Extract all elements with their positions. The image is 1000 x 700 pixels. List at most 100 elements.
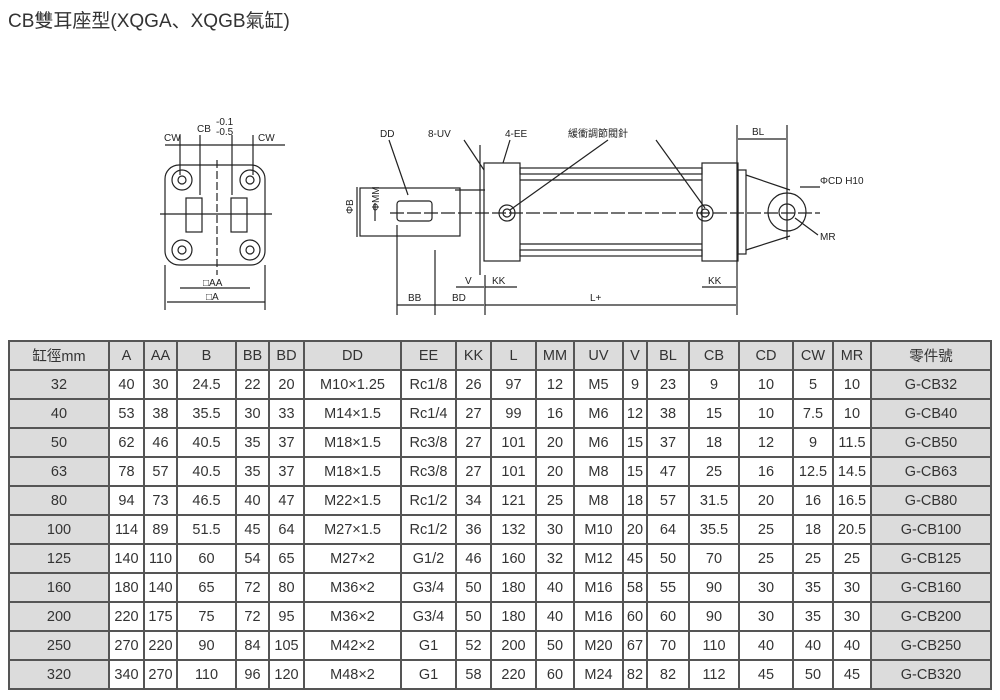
table-cell: 35 (792, 572, 834, 603)
bore-cell: 40 (8, 398, 110, 429)
table-cell: 9 (622, 369, 648, 400)
table-cell: 35 (235, 456, 270, 487)
table-cell: 45 (832, 659, 872, 690)
table-cell: 40 (108, 369, 145, 400)
table-cell: 40.5 (176, 427, 237, 458)
table-cell: 82 (646, 659, 690, 690)
table-cell: 25 (738, 543, 794, 574)
table-cell: G3/4 (400, 572, 457, 603)
table-cell: 90 (688, 572, 740, 603)
table-cell: 20 (535, 456, 575, 487)
table-cell: 40 (832, 630, 872, 661)
table-cell: M36×2 (303, 601, 402, 632)
cushion-needle-label: 緩衝調節閥針 (568, 127, 628, 140)
table-cell: 22 (235, 369, 270, 400)
table-cell: 35.5 (176, 398, 237, 429)
uv-label: 8-UV (428, 129, 451, 140)
column-header: B (176, 340, 237, 371)
table-cell: M12 (573, 543, 624, 574)
table-cell: 120 (268, 659, 305, 690)
table-cell: 12 (622, 398, 648, 429)
table-cell: 101 (490, 427, 537, 458)
column-header: CB (688, 340, 740, 371)
table-cell: 47 (646, 456, 690, 487)
table-cell: 20.5 (832, 514, 872, 545)
table-cell: M48×2 (303, 659, 402, 690)
table-cell: 12 (535, 369, 575, 400)
table-cell: 30 (832, 601, 872, 632)
bore-cell: 125 (8, 543, 110, 574)
table-cell: M36×2 (303, 572, 402, 603)
bore-cell: 320 (8, 659, 110, 690)
table-cell: 47 (268, 485, 305, 516)
side-view-drawing: DD 8-UV 4-EE 緩衝調節閥針 BL ΦCD H10 MR ΦB ΦMM… (345, 125, 864, 315)
table-cell: 20 (535, 427, 575, 458)
table-cell: 95 (268, 601, 305, 632)
table-cell: 58 (622, 572, 648, 603)
table-cell: M10 (573, 514, 624, 545)
bore-cell: 32 (8, 369, 110, 400)
part-number-cell: G-CB80 (870, 485, 992, 516)
bd-label: BD (452, 293, 466, 304)
table-cell: 53 (108, 398, 145, 429)
table-cell: 96 (235, 659, 270, 690)
table-cell: M18×1.5 (303, 456, 402, 487)
cw-label-left: CW (164, 133, 181, 144)
table-cell: 84 (235, 630, 270, 661)
table-cell: 31.5 (688, 485, 740, 516)
table-cell: 110 (143, 543, 178, 574)
table-cell: 50 (646, 543, 690, 574)
table-cell: 40 (535, 572, 575, 603)
table-cell: 11.5 (832, 427, 872, 458)
table-cell: Rc1/2 (400, 514, 457, 545)
table-cell: 46.5 (176, 485, 237, 516)
part-number-cell: G-CB63 (870, 456, 992, 487)
table-cell: 52 (455, 630, 492, 661)
table-cell: 40 (738, 630, 794, 661)
ee-label: 4-EE (505, 129, 528, 140)
table-cell: M24 (573, 659, 624, 690)
aa-label: □AA (203, 278, 223, 289)
table-cell: 30 (235, 398, 270, 429)
table-cell: 75 (176, 601, 237, 632)
bore-cell: 160 (8, 572, 110, 603)
column-header: BL (646, 340, 690, 371)
table-cell: 60 (535, 659, 575, 690)
table-cell: 12.5 (792, 456, 834, 487)
bore-cell: 50 (8, 427, 110, 458)
table-cell: 30 (535, 514, 575, 545)
table-cell: 110 (176, 659, 237, 690)
table-cell: 270 (108, 630, 145, 661)
table-cell: 50 (455, 601, 492, 632)
table-cell: 27 (455, 398, 492, 429)
table-cell: 70 (688, 543, 740, 574)
part-number-cell: G-CB160 (870, 572, 992, 603)
cb-tolerance-lower: -0.5 (216, 127, 234, 138)
page-title: CB雙耳座型(XQGA、XQGB氣缸) (8, 11, 290, 32)
table-cell: 20 (622, 514, 648, 545)
table-cell: 57 (143, 456, 178, 487)
table-cell: 35.5 (688, 514, 740, 545)
table-cell: 140 (108, 543, 145, 574)
table-cell: 10 (832, 369, 872, 400)
part-number-cell: G-CB100 (870, 514, 992, 545)
table-cell: 15 (622, 427, 648, 458)
table-cell: 30 (143, 369, 178, 400)
table-cell: G1 (400, 630, 457, 661)
kk-label-rear: KK (708, 276, 722, 287)
table-cell: 73 (143, 485, 178, 516)
table-cell: 37 (646, 427, 690, 458)
column-header: MR (832, 340, 872, 371)
cb-tolerance-upper: -0.1 (216, 117, 234, 128)
a-label: □A (206, 292, 219, 303)
table-cell: 180 (490, 601, 537, 632)
table-cell: 32 (535, 543, 575, 574)
column-header: 零件號 (870, 340, 992, 371)
